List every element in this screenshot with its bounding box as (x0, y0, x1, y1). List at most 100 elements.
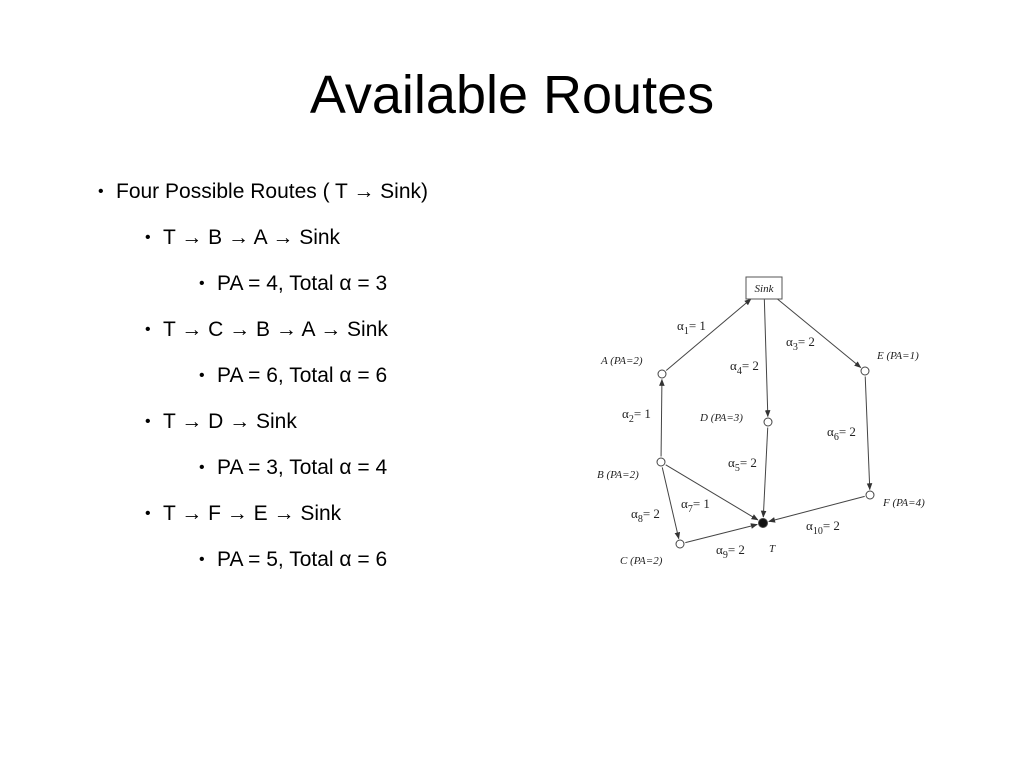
alpha-value: = 1 (689, 318, 706, 333)
alpha-symbol: α (730, 358, 737, 373)
bullet-text: Sink (293, 226, 341, 249)
alpha-symbol: α (827, 424, 834, 439)
node-c (675, 539, 685, 549)
alpha-index: 6 (834, 432, 839, 443)
bullet-text: A (296, 318, 315, 341)
bullet-text: F (202, 502, 221, 525)
arrow-icon: → (223, 410, 251, 433)
bullet-text: T (163, 410, 176, 433)
alpha-index: 5 (735, 463, 740, 474)
arrow-icon: → (222, 226, 249, 249)
bullet-text: PA = 4, Total α = 3 (217, 272, 388, 295)
slide-title: Available Routes (309, 65, 715, 125)
arrow-icon: → (266, 226, 294, 249)
edge-b-t (665, 464, 759, 521)
alpha-index: 9 (723, 550, 728, 561)
bullet-dot: • (145, 229, 151, 246)
arrow-icon: → (269, 318, 297, 341)
bullet-dot: • (199, 367, 205, 384)
edge-f-t (768, 495, 865, 523)
alpha-index: 3 (793, 342, 798, 353)
bullet-text: Sink) (374, 180, 429, 203)
bullet-dot: • (199, 551, 205, 568)
bullet-level-2: • T → B → A → Sink (145, 226, 340, 250)
bullet-text: Sink (341, 318, 388, 341)
bullet-text: Sink (250, 410, 297, 433)
bullet-text: E (247, 502, 268, 525)
edge-weight-label: α9= 2 (716, 542, 745, 561)
edge-d-t (760, 427, 769, 518)
node-b (656, 457, 666, 467)
edge-b-a (659, 378, 665, 457)
node-label-d: D (PA=3) (699, 412, 743, 424)
alpha-value: = 2 (728, 542, 745, 557)
edge-weight-label: α8= 2 (631, 506, 660, 525)
bullet-level-2: •T → C → B → A → Sink (145, 318, 388, 342)
alpha-symbol: α (622, 406, 629, 421)
edge-sink-d (763, 298, 771, 418)
bullet-level-1: •Four Possible Routes ( T → Sink) (98, 180, 428, 204)
bullet-text: C (202, 318, 224, 341)
bullet-level-2: •T → F → E → Sink (145, 502, 341, 526)
edge-weight-label: α4= 2 (730, 358, 759, 377)
bullet-text: PA = 6, Total α = 6 (217, 364, 388, 387)
edge-weight-label: α2= 1 (622, 406, 651, 425)
edge-a-sink (665, 298, 752, 371)
bullet-text: T (163, 318, 176, 341)
node-label-b: B (PA=2) (597, 469, 639, 481)
edge-weight-label: α5= 2 (728, 455, 757, 474)
node-label-e: E (PA=1) (876, 350, 919, 362)
edge-weight-label: α1= 1 (677, 318, 706, 337)
bullet-level-3: • PA = 6, Total α = 6 (199, 364, 387, 388)
alpha-symbol: α (806, 518, 813, 533)
arrow-icon: → (175, 318, 203, 341)
node-d (763, 417, 773, 427)
alpha-index: 1 (684, 326, 689, 337)
node-label-a: A (PA=2) (600, 355, 643, 367)
alpha-index: 4 (737, 366, 742, 377)
bullet-text: T (163, 226, 176, 249)
alpha-index: 8 (638, 514, 643, 525)
bullet-level-3: • PA = 5, Total α = 6 (199, 548, 387, 572)
node-label-f: F (PA=4) (882, 497, 925, 509)
alpha-value: = 2 (740, 455, 757, 470)
alpha-symbol: α (677, 318, 684, 333)
alpha-value: = 2 (839, 424, 856, 439)
alpha-symbol: α (728, 455, 735, 470)
edge-c-t (685, 523, 758, 544)
alpha-value: = 1 (634, 406, 651, 421)
bullet-text: T (163, 502, 176, 525)
edge-weight-label: α10= 2 (806, 518, 840, 537)
bullet-dot: • (145, 413, 151, 430)
arrow-icon: → (267, 502, 295, 525)
arrow-icon: → (175, 410, 203, 433)
arrow-icon: → (175, 226, 203, 249)
node-a (657, 369, 667, 379)
bullet-text: PA = 5, Total α = 6 (217, 548, 388, 571)
bullet-text: B (250, 318, 270, 341)
edge-weight-label: α3= 2 (786, 334, 815, 353)
alpha-symbol: α (681, 496, 688, 511)
arrow-icon: → (175, 502, 203, 525)
bullet-text: D (202, 410, 224, 433)
bullet-text: A (248, 226, 267, 249)
arrow-icon: → (220, 502, 248, 525)
bullet-dot: • (145, 505, 151, 522)
node-label-c: C (PA=2) (620, 555, 663, 567)
alpha-value: = 2 (742, 358, 759, 373)
sink-node-label: Sink (755, 283, 775, 295)
bullet-dot: • (98, 183, 104, 200)
edge-weight-label: α7= 1 (681, 496, 710, 515)
edge-e-f (864, 376, 873, 491)
arrow-icon: → (223, 318, 251, 341)
node-t (758, 518, 768, 528)
bullet-level-3: •PA = 3, Total α = 4 (199, 456, 387, 480)
alpha-symbol: α (716, 542, 723, 557)
alpha-index: 7 (688, 504, 693, 515)
alpha-index: 10 (813, 526, 823, 537)
alpha-symbol: α (786, 334, 793, 349)
bullet-text: B (202, 226, 223, 249)
route-bullet-list: •Four Possible Routes ( T → Sink) • T → B … (98, 180, 428, 572)
arrow-icon: → (347, 180, 375, 203)
sink-node-box (745, 276, 783, 300)
